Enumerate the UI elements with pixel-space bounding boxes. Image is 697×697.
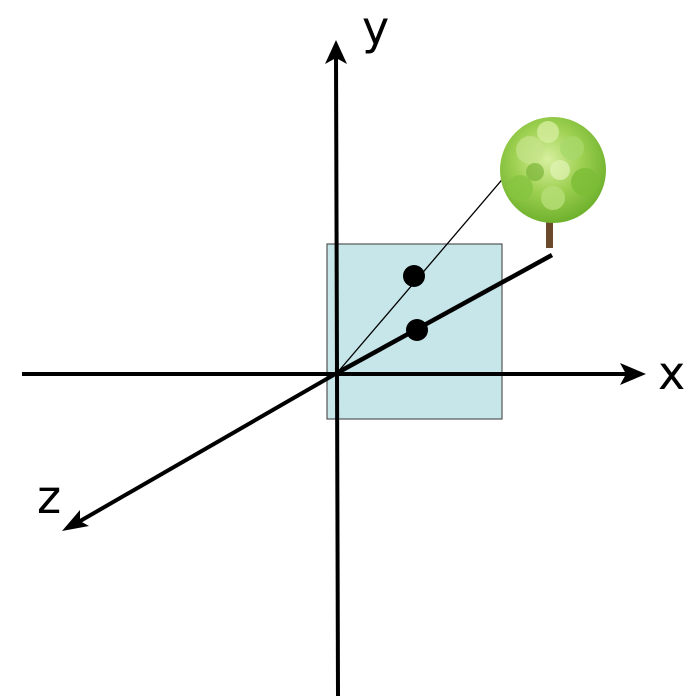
x-axis-arrowhead — [620, 363, 646, 385]
y-axis — [334, 55, 340, 697]
z-axis-arrowhead — [62, 510, 89, 531]
projected-point-top — [403, 265, 425, 287]
z-axis — [74, 371, 338, 526]
tree-icon — [500, 117, 606, 248]
y-axis-arrowhead — [325, 40, 347, 64]
ray-to-tree-base — [335, 253, 554, 375]
z-axis-label: z — [37, 470, 61, 524]
x-axis-label: x — [658, 346, 685, 400]
projected-point-base — [406, 319, 428, 341]
y-axis-label: y — [362, 1, 389, 55]
